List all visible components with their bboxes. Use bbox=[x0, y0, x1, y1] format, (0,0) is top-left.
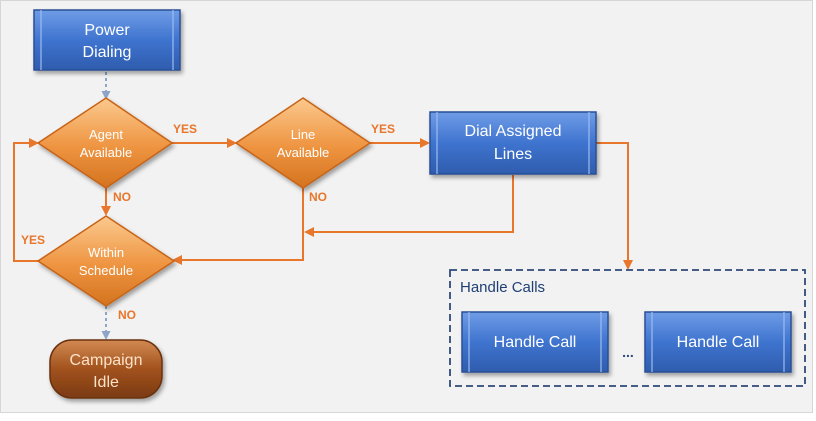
edge-label-schedule-no: NO bbox=[118, 308, 136, 322]
node-handle-call-2: Handle Call bbox=[644, 311, 792, 373]
node-agent-available-line1: Agent bbox=[89, 127, 123, 142]
node-dial-assigned-lines-line2: Lines bbox=[494, 146, 532, 163]
node-dial-assigned-lines-line1: Dial Assigned bbox=[465, 123, 562, 140]
node-handle-call-2-label: Handle Call bbox=[677, 334, 760, 351]
node-campaign-idle: Campaign Idle bbox=[49, 339, 163, 399]
node-agent-available: Agent Available bbox=[36, 97, 174, 189]
node-line-available: Line Available bbox=[234, 97, 372, 189]
group-handle-calls: Handle Calls Handle Call ... Handle Call bbox=[449, 269, 806, 387]
arrow-line-no bbox=[172, 188, 304, 265]
node-campaign-idle-line1: Campaign bbox=[70, 352, 143, 369]
edge-label-schedule-yes: YES bbox=[21, 233, 45, 247]
node-line-available-line2: Available bbox=[277, 145, 330, 160]
edge-label-line-no: NO bbox=[309, 190, 327, 204]
edge-label-line-yes: YES bbox=[371, 122, 395, 136]
handle-calls-ellipsis: ... bbox=[622, 344, 634, 360]
arrow-schedule-yes bbox=[13, 138, 39, 262]
node-handle-call-1-label: Handle Call bbox=[494, 334, 577, 351]
node-within-schedule: Within Schedule bbox=[36, 215, 176, 307]
node-line-available-line1: Line bbox=[291, 127, 316, 142]
arrow-dial-to-handle bbox=[596, 142, 633, 270]
edge-label-agent-no: NO bbox=[113, 190, 131, 204]
node-within-schedule-line2: Schedule bbox=[79, 263, 133, 278]
node-power-dialing-line1: Power bbox=[84, 22, 130, 39]
node-campaign-idle-line2: Idle bbox=[93, 374, 119, 391]
node-handle-call-1: Handle Call bbox=[461, 311, 609, 373]
node-dial-assigned-lines: Dial Assigned Lines bbox=[429, 111, 597, 175]
group-handle-calls-label: Handle Calls bbox=[460, 279, 545, 296]
group-handle-calls-border bbox=[449, 269, 806, 387]
arrow-dial-return bbox=[304, 175, 514, 237]
node-agent-available-line2: Available bbox=[80, 145, 133, 160]
node-power-dialing: Power Dialing bbox=[33, 9, 181, 71]
edge-label-agent-yes: YES bbox=[173, 122, 197, 136]
node-power-dialing-line2: Dialing bbox=[83, 44, 132, 61]
node-within-schedule-line1: Within bbox=[88, 245, 124, 260]
